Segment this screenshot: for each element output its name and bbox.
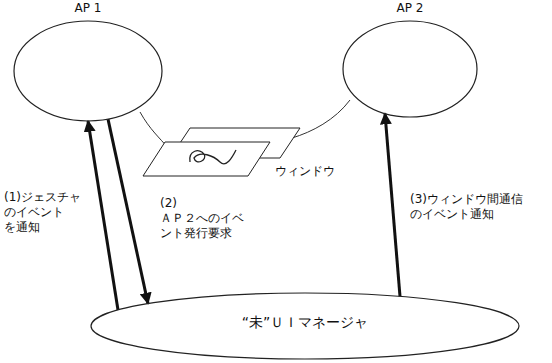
- arrow-label: (1)ジェスチャ のイベント を通知: [4, 190, 88, 235]
- event-arrow: [108, 119, 148, 303]
- gesture-stroke: [190, 150, 236, 164]
- link-line: [140, 112, 168, 148]
- arrow-label: (2)ＡＰ２へのイベ ント発行要求: [160, 196, 260, 241]
- node-heading: AP 1: [13, 0, 163, 16]
- window-front: [143, 142, 270, 176]
- node-text: “未”ＵＩマネージャ: [242, 313, 369, 331]
- window-label: ウィンドウ: [275, 164, 335, 179]
- node-heading: AP 2: [342, 0, 478, 16]
- application-ellipse: AP 2: [342, 0, 478, 118]
- manager-ellipse: “未”ＵＩマネージャ: [90, 292, 520, 360]
- arrow-label: (3)ウィンドウ間通信 のイベント通知: [410, 192, 538, 222]
- link-line: [292, 100, 350, 138]
- application-ellipse: AP 1: [13, 0, 163, 122]
- ellipse-outline: [13, 20, 163, 122]
- event-arrow: [385, 114, 400, 297]
- ellipse-outline: [342, 20, 478, 118]
